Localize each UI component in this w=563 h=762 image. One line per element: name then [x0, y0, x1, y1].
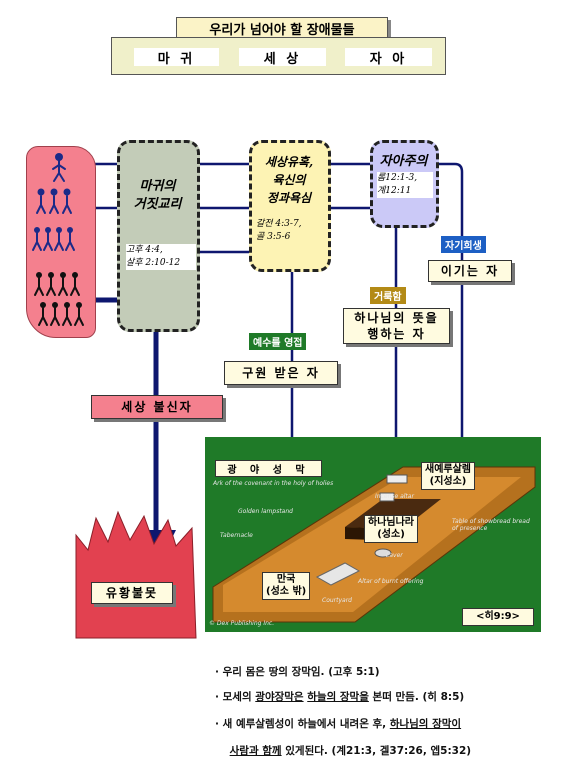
note-2: · 모세의 광야장막은 하늘의 장막을 본떠 만듬. (히 8:5) [215, 689, 464, 704]
fire-lake-shape [75, 510, 197, 639]
label-copyright: © Dex Publishing Inc. [209, 620, 275, 627]
tabernacle-title: 광 야 성 막 [215, 460, 322, 477]
new-jerusalem-line1: 새예루살렘 [425, 464, 471, 475]
label-tabernacle: Tabernacle [220, 532, 253, 539]
self-bubble-title: 자아주의 [379, 154, 428, 169]
unbeliever-box: 세상 불신자 [91, 395, 223, 419]
doer-line1: 하나님의 뜻을 [354, 311, 439, 325]
world-bubble-refs: 갈전 4:3-7, 골 3:5-6 [256, 218, 324, 244]
devil-bubble [117, 140, 200, 332]
note-4-part-3: 있게된다. (계21:3, 겔37:26, 엡5:32) [281, 745, 472, 757]
nations-line1: 만국 [276, 574, 296, 585]
label-incense: Incense altar [375, 493, 414, 500]
devil-ref-2: 살후 2:10-12 [126, 258, 181, 268]
label-courtyard: Courtyard [322, 597, 352, 604]
tag-holiness: 거룩함 [370, 287, 406, 304]
note-2-part-4: 하늘의 장막을 [307, 691, 369, 703]
overcomer-box: 이기는 자 [428, 260, 512, 282]
new-jerusalem-label: 새예루살렘 (지성소) [421, 462, 475, 490]
note-3-part-2: 하나님의 장막이 [389, 718, 462, 730]
tag-accept-jesus: 예수를 영접 [249, 333, 307, 350]
self-ref-1: 롬12:1-3, [377, 173, 418, 183]
saved-box: 구원 받은 자 [224, 361, 338, 385]
label-laver: Laver [386, 552, 403, 559]
label-lampstand: Golden lampstand [238, 508, 293, 515]
world-bubble-title: 세상유혹, 육신의 정과욕심 [251, 153, 327, 207]
note-4-part-2: 사람과 함께 [229, 745, 282, 757]
note-4-part-1 [222, 745, 229, 757]
new-jerusalem-line2: (지성소) [429, 476, 467, 487]
label-table: Table of showbread bread of presence [452, 518, 530, 532]
note-1: · 우리 몸은 땅의 장막임. (고후 5:1) [215, 664, 380, 679]
header-label-world: 세 상 [239, 48, 326, 67]
devil-ref-1: 고후 4:4, [126, 245, 163, 255]
note-3: · 새 예루살렘성이 하늘에서 내려온 후, 하나님의 장막이 [215, 716, 461, 731]
devil-title-line2: 거짓교리 [133, 197, 182, 212]
self-ref-2: 계12:11 [377, 186, 412, 196]
devil-title-line1: 마귀의 [139, 179, 176, 194]
nations-label: 만국 (성소 밖) [262, 572, 311, 600]
header-label-self: 자 아 [345, 48, 432, 67]
label-altar: Altar of burnt offering [358, 578, 424, 585]
label-ark: Ark of the covenant in the holy of holie… [213, 480, 334, 487]
people-crowd [26, 146, 96, 338]
note-3-part-1: · 새 예루살렘성이 하늘에서 내려온 후, [215, 718, 390, 730]
note-1-text: · 우리 몸은 땅의 장막임. (고후 5:1) [215, 666, 380, 678]
tag-self-denial: 자기희생 [441, 236, 486, 253]
note-2-part-1: · 모세의 [215, 691, 256, 703]
fire-label: 유황불못 [91, 582, 173, 604]
kingdom-label: 하나님나라 (성소) [364, 515, 418, 543]
note-2-part-2: 광야장막은 [255, 691, 304, 703]
world-title-line3: 정과욕심 [266, 191, 312, 205]
world-title-line2: 육신의 [272, 173, 306, 187]
arrow-to-overcomer [72, 162, 472, 460]
tabernacle-reference: <히9:9> [462, 608, 534, 626]
devil-bubble-title: 마귀의 거짓교리 [119, 178, 196, 214]
people-icon [32, 153, 84, 326]
note-4: 사람과 함께 있게된다. (계21:3, 겔37:26, 엡5:32) [215, 731, 471, 758]
world-ref-1: 갈전 4:3-7, [256, 219, 302, 229]
note-2-part-5: 본떠 만듬. (히 8:5) [368, 691, 465, 703]
devil-bubble-refs: 고후 4:4, 살후 2:10-12 [126, 244, 196, 270]
world-ref-2: 골 3:5-6 [256, 232, 291, 242]
self-bubble-refs: 롬12:1-3, 계12:11 [377, 172, 433, 198]
header-label-devil: 마 귀 [134, 48, 219, 67]
doer-box: 하나님의 뜻을 행하는 자 [343, 308, 450, 344]
kingdom-line2: (성소) [377, 529, 405, 540]
nations-line2: (성소 밖) [266, 586, 307, 597]
doer-line2: 행하는 자 [367, 327, 426, 341]
world-bubble [249, 140, 331, 272]
world-title-line1: 세상유혹, [264, 155, 314, 169]
kingdom-line1: 하나님나라 [368, 517, 414, 528]
